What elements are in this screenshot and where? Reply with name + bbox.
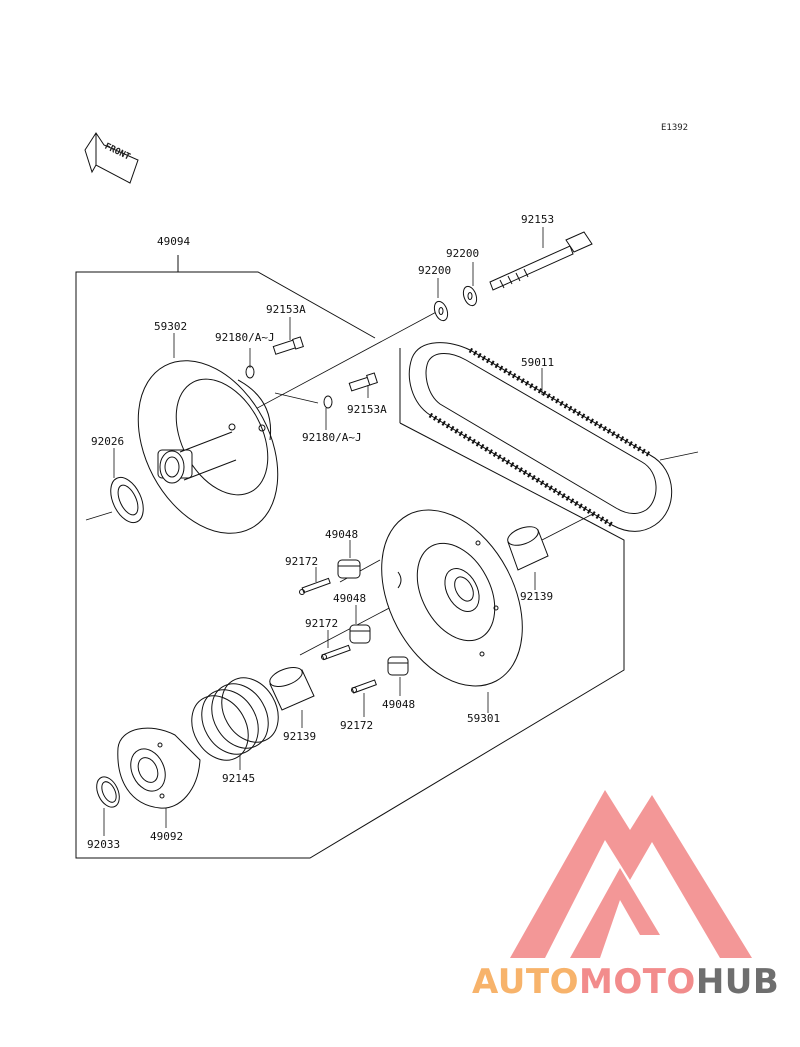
ring-92026	[110, 476, 144, 524]
watermark-moto: MOTO	[578, 962, 696, 1002]
label-49048-c: 49048	[382, 698, 415, 711]
label-59302: 59302	[154, 320, 187, 333]
weight-49048-c	[387, 656, 409, 676]
bolt-92153	[489, 231, 593, 291]
circlip-92033	[96, 776, 120, 808]
washer-92200-a	[433, 300, 449, 322]
weight-49048-b	[349, 624, 371, 644]
front-arrow-icon	[84, 132, 139, 184]
label-49092: 49092	[150, 830, 183, 843]
label-49048-b: 49048	[333, 592, 366, 605]
label-92026: 92026	[91, 435, 124, 448]
label-92172-a: 92172	[285, 555, 318, 568]
bolt-92153A-upper	[272, 336, 304, 355]
label-92145: 92145	[222, 772, 255, 785]
label-49048-a: 49048	[325, 528, 358, 541]
label-92172-b: 92172	[305, 617, 338, 630]
label-92180-lower: 92180/A~J	[302, 431, 362, 444]
bushing-92139-right	[507, 526, 549, 571]
washer-92200-b	[462, 285, 478, 307]
watermark-hub: HUB	[695, 962, 780, 1002]
label-49094: 49094	[157, 235, 190, 248]
label-92200-a: 92200	[418, 264, 451, 277]
label-92153: 92153	[521, 213, 554, 226]
bushing-92139-left	[269, 666, 315, 711]
label-92180-upper: 92180/A~J	[215, 331, 275, 344]
watermark-auto: AUTO	[472, 962, 579, 1002]
watermark-logo-icon	[510, 790, 752, 958]
pin-92172-c	[351, 679, 377, 694]
label-92139-left: 92139	[283, 730, 316, 743]
assembly-frame	[75, 255, 625, 859]
pin-92172-b	[321, 644, 351, 661]
cam-49092	[117, 727, 201, 809]
fixed-sheave	[137, 360, 279, 534]
pin-92172-a	[299, 577, 331, 595]
label-92153A-upper: 92153A	[266, 303, 306, 316]
drive-belt	[408, 342, 673, 532]
leader-lines	[103, 227, 544, 836]
label-92200-b: 92200	[446, 247, 479, 260]
label-92153A-lower: 92153A	[347, 403, 387, 416]
label-92172-c: 92172	[340, 719, 373, 732]
weight-49048-a	[337, 559, 361, 579]
label-59301: 59301	[467, 712, 500, 725]
spring-92145	[191, 677, 279, 761]
label-59011: 59011	[521, 356, 554, 369]
bolt-92153A-lower	[348, 372, 378, 392]
label-92033: 92033	[87, 838, 120, 851]
watermark-text: AUTOMOTOHUB	[472, 962, 779, 1002]
movable-sheave	[381, 509, 523, 687]
label-92139-right: 92139	[520, 590, 553, 603]
washer-92180-lower	[323, 395, 333, 409]
diagram-code: E1392	[661, 123, 688, 133]
